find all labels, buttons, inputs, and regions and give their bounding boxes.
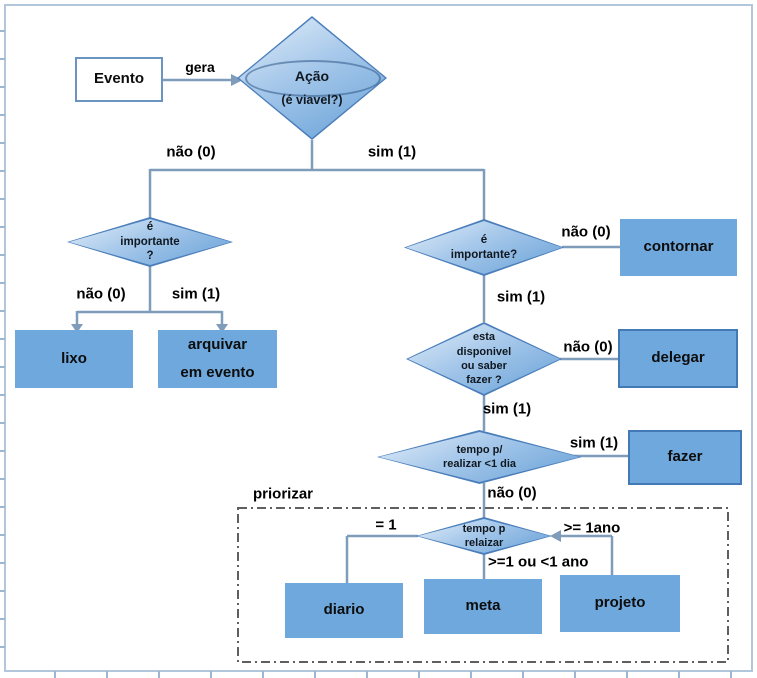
node-arquivar-label: arquivar em evento — [180, 336, 255, 381]
edge-label-ge1ano[interactable]: >= 1ano — [563, 519, 621, 537]
edge-label-nao0-top[interactable]: não (0) — [166, 143, 216, 161]
edge-label-sim1-fazer[interactable]: sim (1) — [569, 434, 619, 452]
decision-tempo-dia-text: tempo p/ realizar <1 dia — [442, 443, 517, 470]
node-lixo[interactable]: lixo — [15, 330, 133, 388]
node-arquivar[interactable]: arquivar em evento — [158, 330, 277, 388]
group-label-priorizar[interactable]: priorizar — [252, 485, 314, 503]
node-fazer-label: fazer — [667, 448, 703, 466]
decision-disponivel-text: esta disponivel ou saber fazer ? — [456, 331, 512, 387]
node-delegar-label: delegar — [651, 349, 705, 367]
acao-title: Ação — [294, 67, 330, 84]
decision-importante-left[interactable]: é importante ? — [67, 217, 233, 267]
edge-label-sim1-disponivel[interactable]: sim (1) — [482, 400, 532, 418]
edge-top-split — [148, 140, 486, 221]
edge-left-split — [75, 265, 224, 325]
node-diario-label: diario — [323, 601, 365, 619]
gridline-ticks-bottom — [4, 671, 757, 678]
priorizar-group-box — [237, 507, 729, 663]
arrowhead-tempo-prazo — [550, 530, 561, 542]
edge-label-sim1-left[interactable]: sim (1) — [171, 285, 221, 303]
node-evento[interactable]: Evento — [75, 57, 163, 102]
edge-label-nao0-delegar[interactable]: não (0) — [563, 338, 613, 356]
edge-label-between[interactable]: >=1 ou <1 ano — [488, 553, 589, 571]
edge-label-gera[interactable]: gera — [185, 59, 215, 75]
arrowhead-arquivar — [216, 324, 228, 333]
node-fazer[interactable]: fazer — [628, 430, 742, 485]
acao-ellipse — [245, 60, 381, 97]
edge-label-sim1-top[interactable]: sim (1) — [367, 143, 417, 161]
arrowhead-lixo — [71, 324, 83, 333]
edge-label-nao0-left[interactable]: não (0) — [76, 285, 126, 303]
gridline-ticks-left — [0, 4, 5, 670]
decision-importante-left-text: é importante ? — [120, 220, 180, 263]
node-evento-label: Evento — [93, 70, 144, 88]
node-diario[interactable]: diario — [285, 583, 403, 638]
node-meta[interactable]: meta — [424, 579, 542, 634]
node-lixo-label: lixo — [61, 349, 87, 367]
decision-importante-right[interactable]: é importante? — [404, 219, 564, 276]
decision-tempo-dia[interactable]: tempo p/ realizar <1 dia — [377, 430, 582, 484]
decision-disponivel[interactable]: esta disponivel ou saber fazer ? — [406, 322, 562, 396]
edge-eq1-to-diario — [345, 534, 418, 583]
edge-label-nao0-contornar[interactable]: não (0) — [561, 223, 611, 241]
decision-tempo-prazo-text: tempo p relaizar — [462, 522, 506, 549]
node-delegar[interactable]: delegar — [618, 329, 738, 388]
edge-label-sim1-importante[interactable]: sim (1) — [496, 288, 546, 306]
arrowhead-gera — [231, 74, 243, 86]
node-contornar-label: contornar — [643, 238, 714, 256]
node-projeto-label: projeto — [594, 594, 646, 612]
node-projeto[interactable]: projeto — [560, 575, 680, 632]
acao-subtitle: (é viavel?) — [281, 92, 343, 107]
decision-tempo-prazo[interactable]: tempo p relaizar — [416, 517, 552, 555]
node-meta-label: meta — [465, 597, 501, 615]
decision-importante-right-text: é importante? — [450, 233, 518, 261]
edge-label-eq1[interactable]: = 1 — [375, 516, 397, 534]
node-contornar[interactable]: contornar — [620, 219, 737, 276]
decision-acao[interactable]: Ação (é viavel?) — [237, 16, 387, 140]
edge-label-nao0-priorizar[interactable]: não (0) — [487, 484, 537, 502]
edge-ge1ano-to-projeto — [558, 534, 614, 576]
